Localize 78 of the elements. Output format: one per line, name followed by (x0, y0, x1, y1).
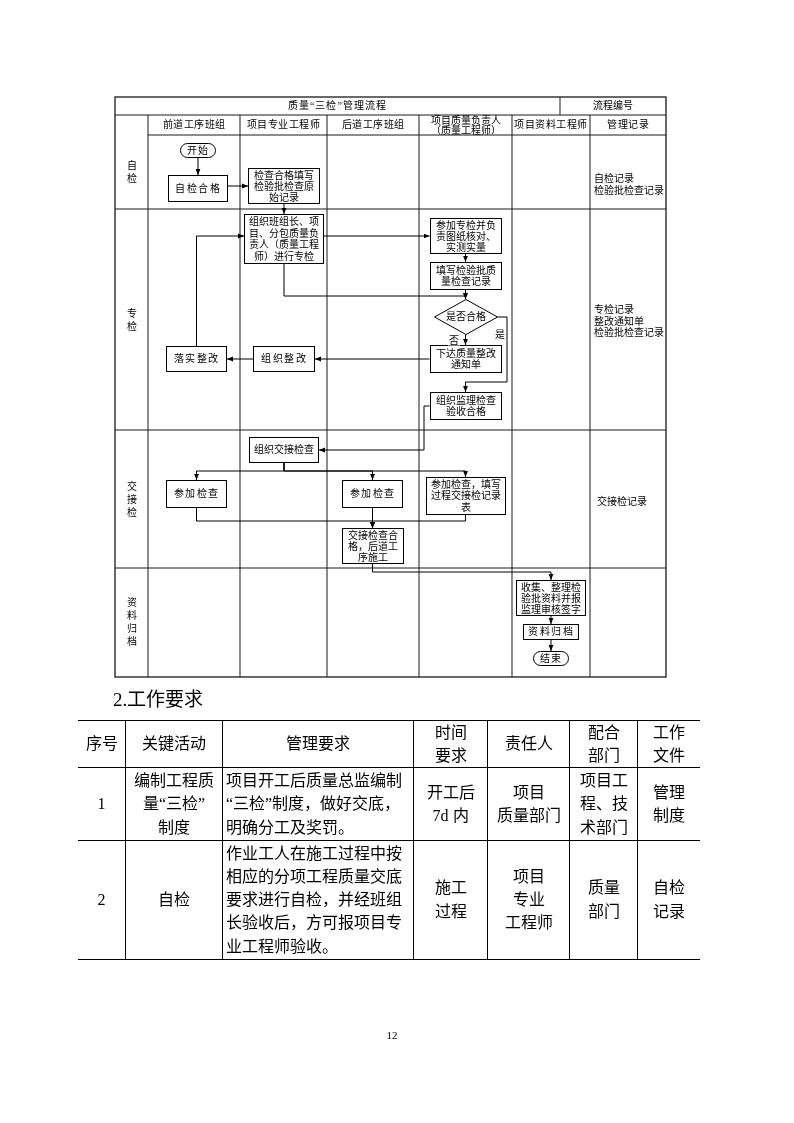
arrow (463, 334, 468, 346)
edge-label: 否 (448, 334, 460, 346)
field-label: 流程编号 (593, 100, 633, 112)
arrow (463, 316, 508, 393)
terminal-box: 结束 (533, 651, 569, 666)
arrow (283, 263, 468, 300)
table-cell: 项目质量部门 (488, 768, 570, 841)
section-heading: 2.工作要求 (113, 688, 204, 712)
process-box: 组织整改 (253, 346, 315, 372)
arrow (463, 253, 468, 263)
column-header: 时间要求 (414, 720, 488, 768)
arrow (370, 514, 466, 529)
arrow (372, 563, 554, 581)
lane-label: 交接检 (126, 479, 137, 519)
arrow (281, 203, 287, 215)
process-box: 组织交接检查 (249, 437, 319, 463)
record-note: 自检记录 (594, 172, 634, 184)
lane-label: 专检 (126, 307, 137, 333)
page-number: 12 (386, 1029, 398, 1043)
column-header: 工作文件 (638, 720, 700, 768)
table-cell: 管理制度 (638, 768, 700, 841)
table-cell: 2 (78, 841, 126, 960)
lane-header: 后道工序班组 (341, 119, 405, 131)
table-cell: 自检记录 (638, 841, 700, 960)
column-header: 关键活动 (126, 720, 223, 768)
process-box: 资料归档 (523, 624, 579, 640)
record-note: 检验批检查记录 (594, 184, 664, 196)
lane-header: 项目质量负责人（质量工程师） (429, 115, 502, 135)
arrow (548, 639, 554, 652)
arrow (195, 157, 201, 176)
record-note: 专检记录 (594, 303, 634, 315)
process-box: 组织班组长、项目、分包质量负责人（质量工程师）进行专检 (244, 214, 324, 264)
table-cell: 项目开工后质量总监编制“三检”制度，做好交底，明确分工及奖罚。 (223, 768, 414, 841)
lane-header: 项目资料工程师 (514, 119, 588, 131)
diagram-title: 质量“三检”管理流程 (288, 99, 387, 113)
column-header: 配合部门 (570, 720, 638, 768)
lane-header: 项目专业工程师 (246, 119, 321, 131)
process-box: 下达质量整改通知单 (429, 345, 502, 373)
process-box: 自检合格 (168, 175, 228, 202)
process-box: 检查合格填写检验批检查原始记录 (248, 168, 320, 204)
arrow (548, 615, 554, 625)
column-header: 责任人 (488, 720, 570, 768)
process-box: 参加专检并负责图纸核对、实测实量 (429, 218, 502, 254)
process-box: 组织监理检查验收合格 (429, 392, 502, 420)
process-box: 填写检验批质量检查记录 (429, 262, 502, 290)
process-box: 参加检查 (342, 480, 403, 508)
arrow (318, 405, 430, 453)
arrow (283, 462, 468, 478)
lane-label: 资料归档 (126, 596, 137, 648)
table-cell: 项目工程、技术部门 (570, 768, 638, 841)
lane-label: 自检 (126, 159, 137, 185)
arrow (226, 356, 254, 362)
table-cell: 编制工程质量“三检”制度 (126, 768, 223, 841)
table-cell: 自检 (126, 841, 223, 960)
edge-label: 是 (494, 328, 506, 340)
process-box: 参加检查，填写过程交接检记录表 (425, 477, 506, 515)
table-cell: 开工后7d 内 (414, 768, 488, 841)
lane-header: 管理记录 (607, 119, 649, 131)
process-box: 收集、整理检验批资料并报监理审核签字 (516, 580, 586, 616)
arrow (323, 233, 430, 239)
record-note: 整改通知单 (594, 315, 644, 326)
column-header: 管理要求 (223, 720, 414, 768)
lane-header: 前道工序班组 (162, 119, 226, 131)
table-cell: 施工过程 (414, 841, 488, 960)
arrow (227, 183, 249, 189)
terminal-box: 开始 (180, 143, 216, 158)
table-cell: 1 (78, 768, 126, 841)
table-cell: 质量部门 (570, 841, 638, 960)
process-box: 交接检查合格，后道工序施工 (341, 528, 404, 564)
record-note: 交接检记录 (597, 495, 647, 507)
record-note: 检验批检查记录 (594, 326, 664, 338)
arrow (196, 233, 245, 347)
arrow (314, 356, 430, 362)
table-cell: 项目专业工程师 (488, 841, 570, 960)
process-box: 参加检查 (166, 480, 227, 508)
process-box: 落实整改 (166, 346, 227, 372)
column-header: 序号 (78, 720, 126, 768)
table-cell: 作业工人在施工过程中按相应的分项工程质量交底要求进行自检，并经班组长验收后，方可报项目专业工程师验收。 (223, 841, 414, 960)
